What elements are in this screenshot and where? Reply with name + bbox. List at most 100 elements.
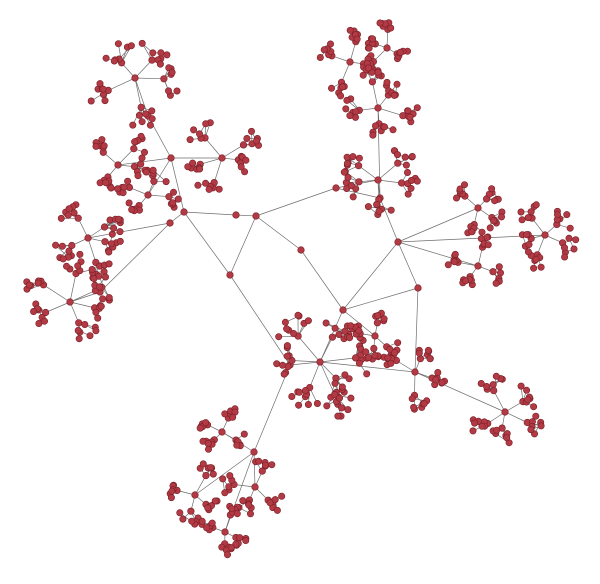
graph-node — [102, 54, 110, 62]
graph-node — [365, 44, 373, 52]
graph-node — [149, 49, 157, 57]
graph-node — [570, 245, 578, 253]
graph-node — [101, 97, 109, 105]
graph-edge — [319, 361, 336, 395]
graph-node — [211, 497, 219, 505]
graph-node — [167, 154, 175, 162]
graph-edge — [170, 157, 185, 213]
graph-node — [100, 142, 108, 150]
graph-node — [68, 241, 76, 250]
graph-node — [204, 440, 212, 448]
graph-edge — [69, 301, 80, 323]
graph-node — [518, 216, 526, 224]
graph-node — [165, 87, 173, 95]
graph-edge — [224, 451, 255, 533]
graph-node — [283, 342, 291, 350]
graph-node — [334, 412, 342, 420]
graph-node — [137, 160, 145, 168]
graph-node — [532, 412, 540, 420]
graph-node — [401, 153, 409, 161]
graph-node — [376, 19, 384, 27]
graph-node — [355, 359, 363, 367]
graph-node — [162, 178, 170, 186]
graph-node — [434, 368, 442, 376]
graph-node — [87, 97, 95, 105]
graph-node — [486, 224, 494, 232]
graph-node — [532, 201, 540, 209]
graph-edge — [397, 241, 419, 289]
graph-node — [355, 154, 363, 162]
graph-node — [343, 160, 351, 168]
graph-node — [561, 253, 569, 261]
graph-node — [40, 317, 48, 325]
graph-edge — [108, 77, 136, 91]
graph-node — [352, 108, 360, 116]
graph-node — [477, 379, 485, 387]
graph-node — [97, 302, 105, 310]
graph-node — [341, 327, 349, 335]
graph-node — [488, 185, 496, 193]
graph-node — [492, 372, 500, 380]
graph-node — [149, 166, 157, 174]
graph-node — [456, 185, 464, 193]
graph-node — [102, 179, 110, 187]
graph-node — [346, 334, 354, 342]
graph-node — [316, 358, 324, 366]
graph-node — [208, 519, 216, 527]
graph-node — [280, 370, 288, 378]
graph-node — [346, 112, 354, 120]
graph-node — [497, 213, 505, 221]
graph-node — [242, 156, 250, 164]
graph-node — [332, 184, 340, 192]
graph-edge — [291, 360, 321, 363]
graph-node — [229, 413, 237, 421]
graph-node — [205, 185, 213, 193]
graph-node — [478, 422, 486, 430]
graph-node — [517, 382, 525, 390]
graph-node — [261, 461, 269, 469]
graph-node — [135, 111, 143, 119]
graph-node — [371, 351, 379, 359]
graph-node — [157, 49, 165, 57]
graph-node — [187, 507, 195, 515]
graph-edge — [117, 148, 135, 166]
graph-node — [92, 308, 100, 316]
graph-node — [268, 461, 276, 469]
graph-node — [393, 151, 401, 159]
graph-node — [537, 422, 545, 430]
graph-node — [86, 332, 94, 340]
graph-node — [331, 379, 339, 387]
graph-edge — [213, 157, 223, 183]
graph-node — [432, 376, 440, 384]
graph-edge — [319, 361, 337, 379]
graph-node — [156, 60, 164, 68]
graph-node — [290, 329, 298, 337]
graph-node — [283, 325, 291, 333]
graph-node — [335, 394, 343, 402]
graph-node — [129, 121, 137, 129]
graph-node — [253, 137, 261, 145]
graph-node — [228, 505, 236, 513]
graph-node — [496, 269, 504, 277]
graph-node — [359, 71, 367, 79]
graph-node — [174, 195, 182, 203]
graph-node — [523, 386, 531, 394]
graph-node — [114, 161, 122, 169]
graph-node — [294, 311, 302, 319]
graph-node — [131, 138, 139, 146]
graph-node — [489, 268, 497, 276]
graph-node — [420, 400, 428, 408]
graph-node — [105, 294, 113, 302]
graph-node — [387, 359, 395, 367]
graph-node — [410, 403, 418, 411]
graph-node — [101, 238, 109, 246]
graph-node — [370, 344, 378, 353]
graph-edge — [117, 157, 172, 166]
graph-edge — [377, 162, 399, 181]
graph-node — [530, 264, 538, 272]
graph-edge — [204, 137, 223, 159]
graph-node — [98, 136, 106, 144]
graph-node — [179, 515, 187, 523]
graph-node — [342, 105, 350, 113]
graph-node — [250, 448, 258, 456]
